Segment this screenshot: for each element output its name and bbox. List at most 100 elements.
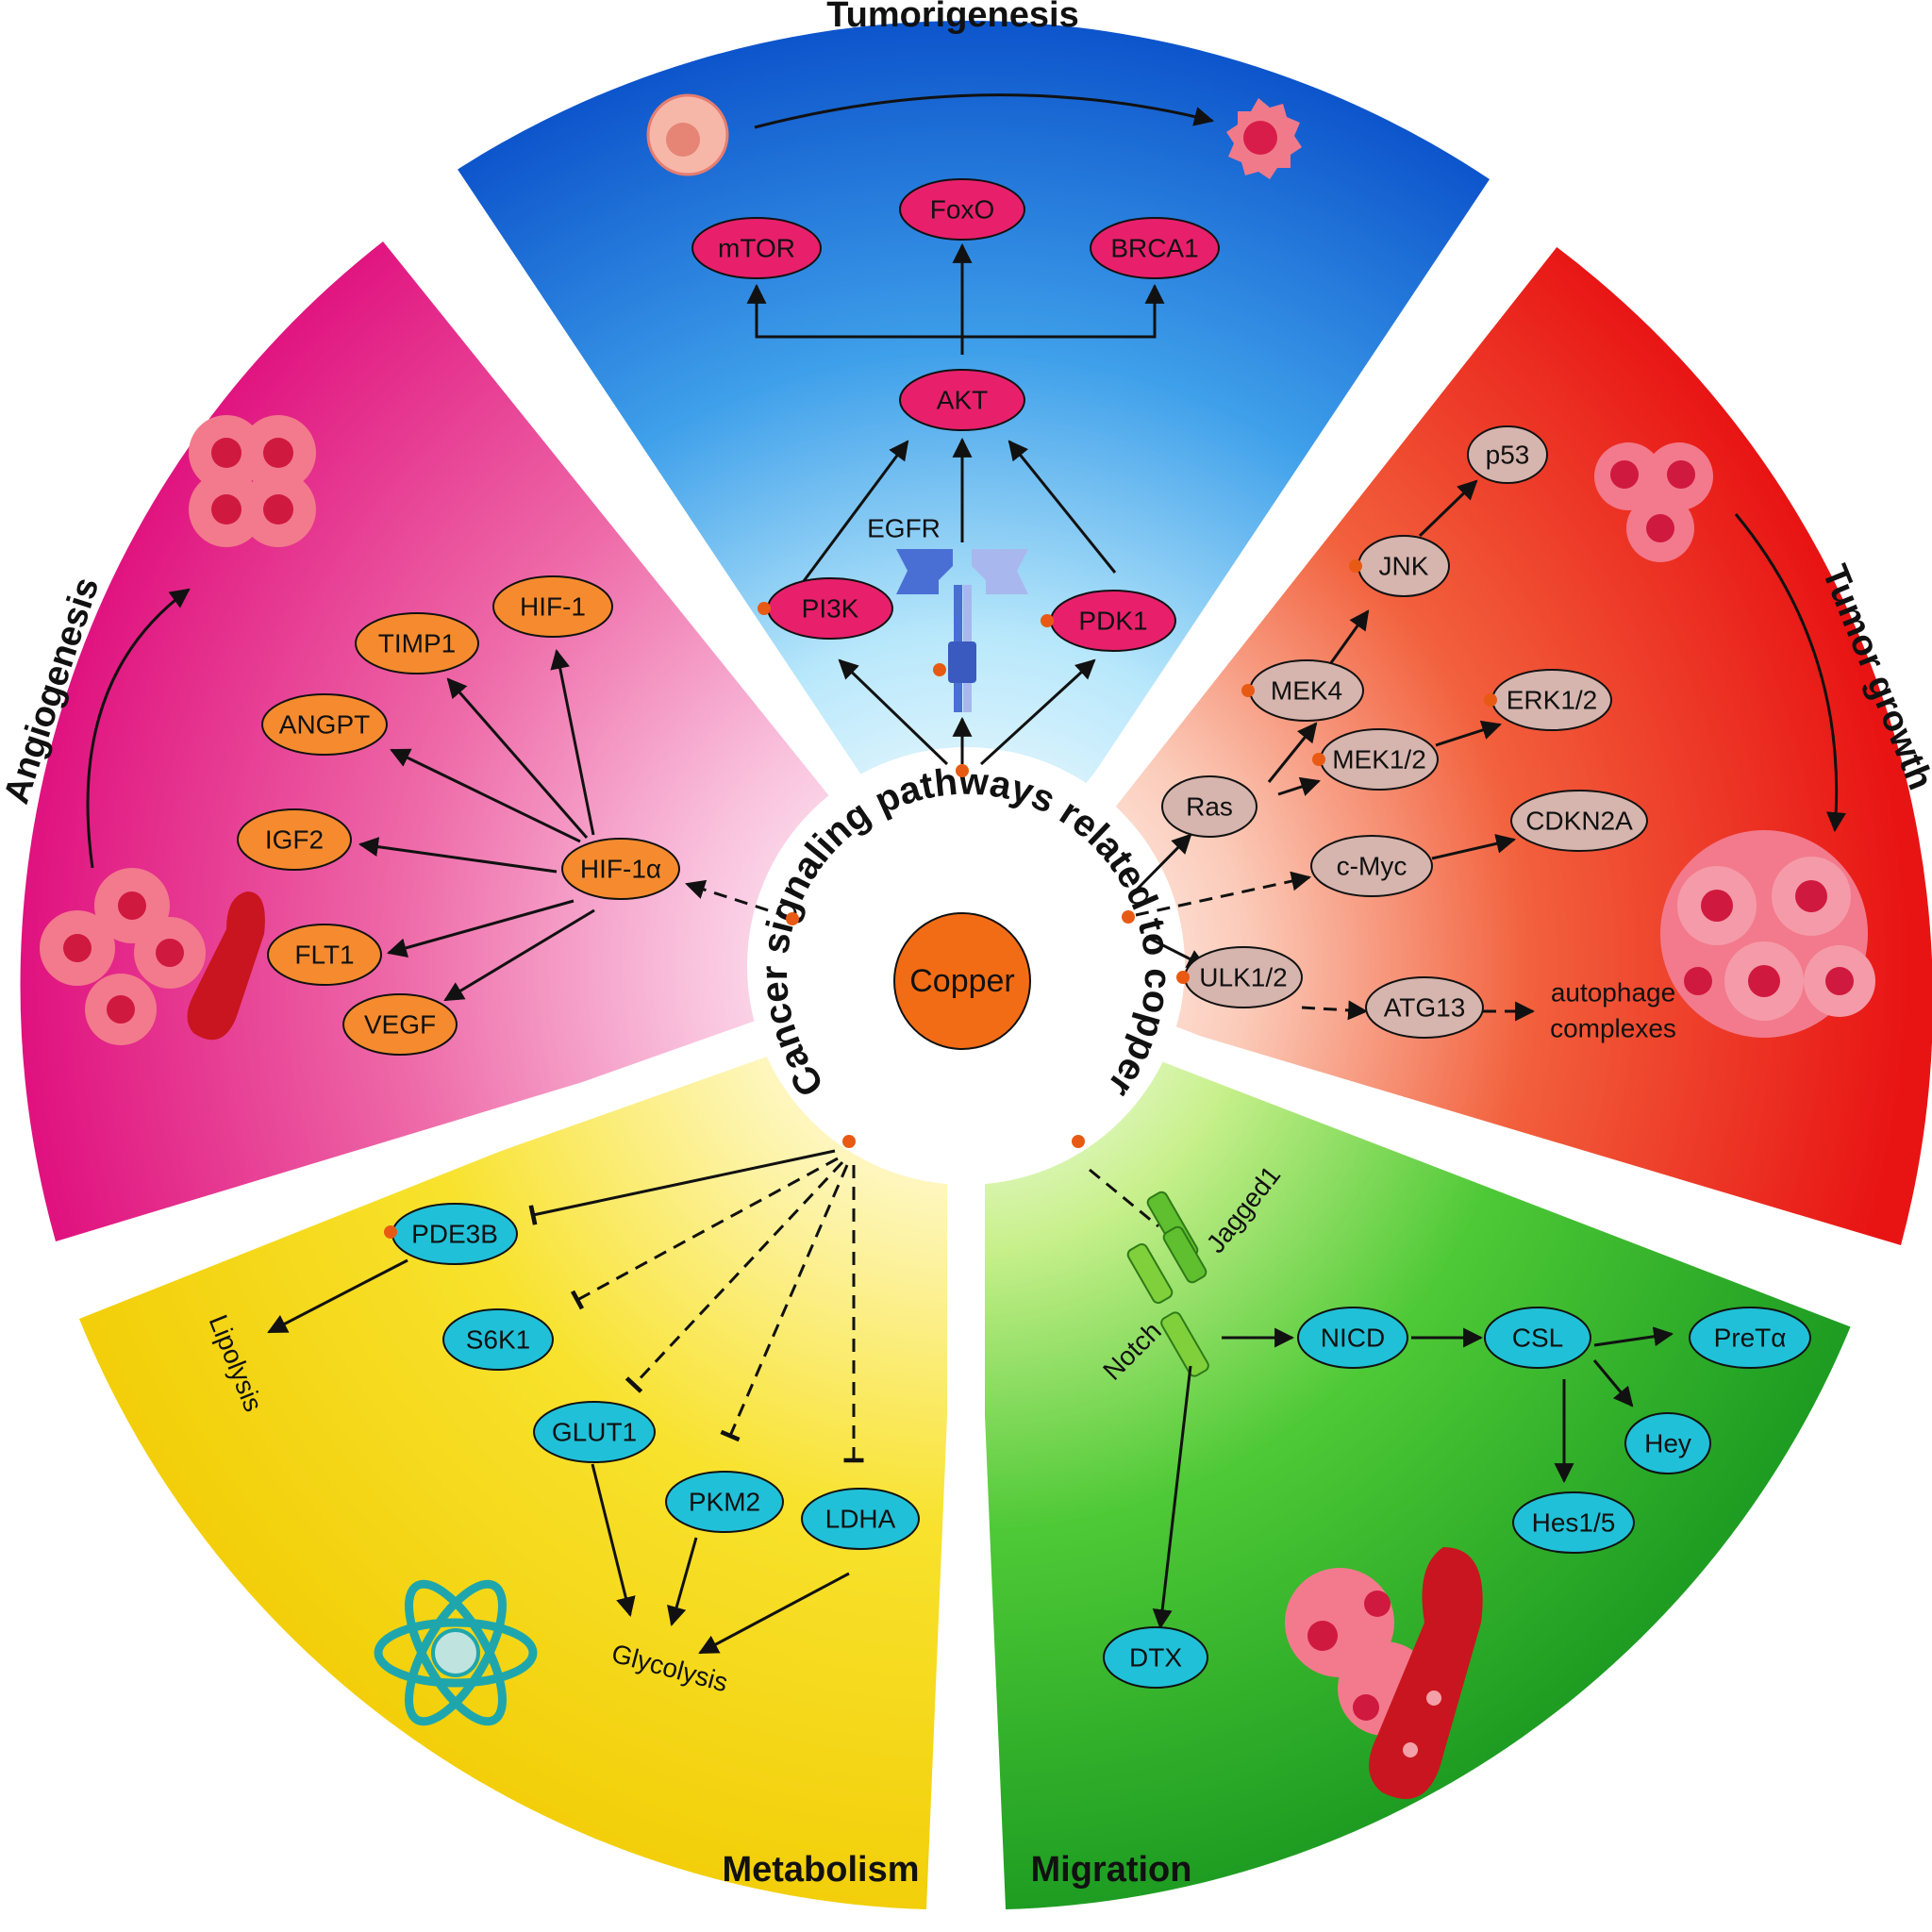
node-ulk: ULK1/2 (1176, 946, 1303, 1008)
node-pretalpha: PreTα (1689, 1307, 1811, 1369)
edge-cu-ras (1133, 833, 1192, 893)
edge-csl-pretalpha (1593, 1326, 1674, 1347)
copper-dot (786, 912, 799, 925)
edge-akt-mtor (746, 283, 964, 355)
edge-cu-s6k1 (570, 1157, 839, 1310)
edge-akt-brca1 (962, 283, 1165, 339)
svg-text:HIF-1: HIF-1 (520, 592, 586, 622)
node-s6k1: S6K1 (442, 1308, 554, 1371)
edge-cu-pi3k (838, 658, 949, 766)
copper-node (893, 912, 1031, 1050)
node-brca1: BRCA1 (1090, 217, 1220, 279)
edge-cu-pde3b (528, 1149, 836, 1225)
edge-hif1a-hif1 (550, 648, 595, 836)
edge-cu-pkm2 (720, 1164, 849, 1442)
svg-text:CSL: CSL (1512, 1324, 1563, 1353)
svg-text:c-Myc: c-Myc (1337, 852, 1407, 881)
edge-cu-jagged (1089, 1168, 1159, 1228)
metabolism-title: Metabolism (722, 1850, 919, 1890)
egfr-label: EGFR (867, 514, 941, 543)
svg-text:BRCA1: BRCA1 (1110, 234, 1198, 263)
metabolism-content: PDE3B Lipolysis S6K1 GLUT1 PKM2 LDHA Gly… (204, 1135, 920, 1726)
svg-text:Hes1/5: Hes1/5 (1532, 1508, 1616, 1538)
angiogenesis-arrow (86, 588, 191, 869)
edge-ldha-glycolysis (698, 1572, 850, 1655)
svg-text:Hey: Hey (1644, 1429, 1691, 1458)
edge-cu-glut1 (625, 1160, 844, 1393)
edge-jnk-p53 (1418, 479, 1478, 538)
edge-pdk1-akt (1008, 440, 1117, 574)
node-jnk: JNK (1349, 535, 1450, 597)
svg-text:LDHA: LDHA (825, 1505, 896, 1534)
svg-text:TIMP1: TIMP1 (378, 629, 456, 658)
svg-text:CDKN2A: CDKN2A (1525, 807, 1633, 836)
svg-text:Ras: Ras (1186, 792, 1233, 822)
copper-dot (842, 1135, 856, 1148)
node-timp1: TIMP1 (355, 612, 479, 675)
egfr-receptor-icon (896, 549, 1028, 712)
svg-text:GLUT1: GLUT1 (552, 1418, 637, 1447)
tumor-vessel-icon (40, 868, 265, 1045)
normal-cell-nucleus-icon (666, 123, 700, 157)
migration-content: Jagged1 Notch NICD CSL PreTα Hey Hes1/5 (1072, 1135, 1811, 1799)
svg-text:AKT: AKT (937, 386, 988, 415)
svg-text:VEGF: VEGF (364, 1010, 436, 1040)
node-hif1: HIF-1 (492, 575, 613, 638)
edge-hif1a-vegf (443, 908, 595, 1002)
svg-text:NICD: NICD (1321, 1324, 1385, 1353)
svg-text:JNK: JNK (1379, 552, 1429, 581)
node-csl: CSL (1484, 1307, 1591, 1369)
node-p53: p53 (1467, 425, 1548, 484)
edge-glut1-glycolysis (591, 1463, 636, 1618)
edge-hif1a-angpt (390, 748, 581, 843)
svg-text:S6K1: S6K1 (466, 1325, 531, 1355)
tumor-vessel-icon (1285, 1547, 1483, 1799)
node-vegf: VEGF (342, 993, 458, 1056)
migration-title: Migration (1031, 1850, 1192, 1890)
edge-pde3b-lipolysis (267, 1258, 408, 1334)
tumorigenesis-title: Tumorigenesis (826, 0, 1078, 35)
edge-cu-hif1a (685, 879, 790, 919)
node-pde3b: PDE3B (384, 1203, 518, 1265)
node-angpt: ANGPT (261, 693, 388, 756)
edge-notch-dtx (1152, 1365, 1192, 1630)
node-atg13: ATG13 (1365, 976, 1484, 1039)
node-erk: ERK1/2 (1484, 669, 1612, 731)
edge-cmyc-cdkn2a (1431, 834, 1517, 860)
svg-text:ULK1/2: ULK1/2 (1199, 963, 1287, 992)
edge-mek12-erk (1435, 720, 1502, 747)
svg-text:PKM2: PKM2 (689, 1488, 760, 1517)
copper-dot (1072, 1135, 1085, 1148)
angiogenesis-content: HIF-1 TIMP1 ANGPT IGF2 HIF-1α FLT1 VEGF (40, 415, 799, 1056)
node-nicd: NICD (1297, 1307, 1408, 1369)
node-mek4: MEK4 (1241, 659, 1364, 722)
tumor-cell-icon (1226, 98, 1302, 179)
svg-text:PDE3B: PDE3B (411, 1220, 498, 1249)
edge-ras-mek12 (1277, 776, 1321, 796)
autophage-label-line2: complexes (1550, 1014, 1676, 1043)
node-hif1a: HIF-1α (561, 838, 680, 900)
copper-dot (956, 764, 969, 777)
node-flt1: FLT1 (267, 924, 382, 986)
edge-hif1a-flt1 (386, 899, 575, 958)
svg-text:IGF2: IGF2 (265, 825, 324, 855)
copper-dot (1122, 910, 1135, 924)
small-tumor-cluster-icon (1594, 442, 1713, 562)
node-ldha: LDHA (801, 1488, 920, 1550)
node-akt: AKT (899, 369, 1025, 431)
svg-text:FoxO: FoxO (930, 195, 994, 225)
node-dtx: DTX (1103, 1626, 1208, 1689)
growth-arrow (1734, 513, 1846, 833)
svg-text:PI3K: PI3K (802, 594, 859, 624)
edge-mek4-jnk (1328, 609, 1370, 665)
tumorigenesis-content: EGFR FoxO mTOR BRCA1 AKT PI3K PDK1 (646, 93, 1302, 777)
copper-label: Copper (909, 963, 1015, 999)
node-cdkn2a: CDKN2A (1510, 790, 1648, 852)
notch-receptor-icon (1126, 1191, 1209, 1377)
edge-hif1a-igf2 (358, 837, 558, 874)
node-mek12: MEK1/2 (1312, 728, 1439, 791)
edge-pkm2-glycolysis (667, 1537, 698, 1627)
svg-text:ATG13: ATG13 (1384, 993, 1466, 1023)
transform-arrow (754, 93, 1215, 129)
